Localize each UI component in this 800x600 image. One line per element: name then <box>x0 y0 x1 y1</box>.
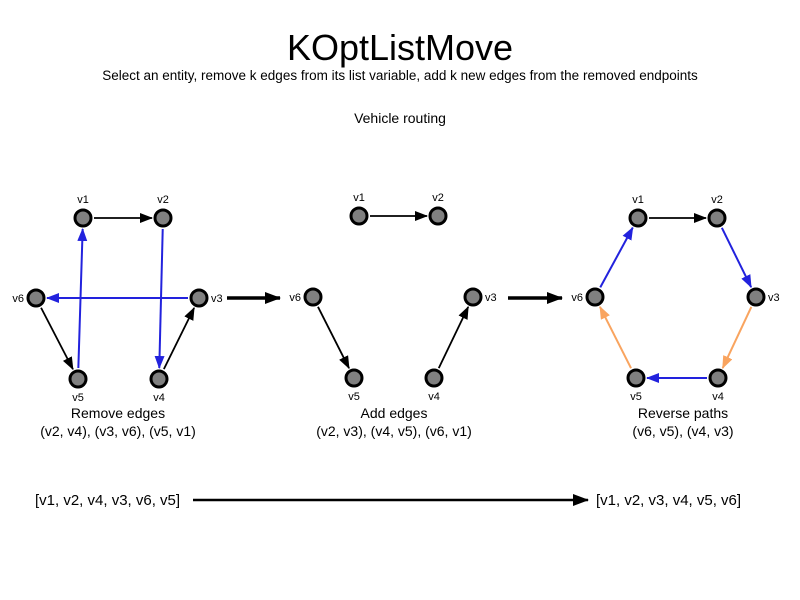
list-after: [v1, v2, v3, v4, v5, v6] <box>596 492 741 509</box>
node-v4 <box>424 368 444 388</box>
node-label-v4: v4 <box>428 391 440 403</box>
node-label-v2: v2 <box>711 194 723 206</box>
edge-v5-v6 <box>599 305 632 369</box>
node-label-v1: v1 <box>77 194 89 206</box>
edge-v6-v5 <box>317 306 350 370</box>
node-v3 <box>189 288 209 308</box>
page-title: KOptListMove <box>287 27 513 68</box>
node-v1 <box>73 208 93 228</box>
node-label-v3: v3 <box>485 292 497 304</box>
page-subtitle: Select an entity, remove k edges from it… <box>102 68 698 83</box>
node-label-v4: v4 <box>153 392 165 404</box>
add-edges-graph-detail: (v2, v3), (v4, v5), (v6, v1) <box>316 423 472 439</box>
node-v5 <box>68 369 88 389</box>
node-v4 <box>708 368 728 388</box>
node-v1 <box>349 206 369 226</box>
node-v6 <box>26 288 46 308</box>
node-label-v6: v6 <box>571 292 583 304</box>
edge-v2-v3 <box>720 227 753 289</box>
node-label-v3: v3 <box>768 292 780 304</box>
edge-v6-v5 <box>40 307 74 371</box>
node-v1 <box>628 208 648 228</box>
node-label-v1: v1 <box>632 194 644 206</box>
node-v3 <box>746 287 766 307</box>
node-label-v5: v5 <box>630 391 642 403</box>
node-v6 <box>585 287 605 307</box>
reverse-paths-graph-detail: (v6, v5), (v4, v3) <box>632 423 733 439</box>
node-v6 <box>303 287 323 307</box>
node-label-v2: v2 <box>432 192 444 204</box>
node-label-v2: v2 <box>157 194 169 206</box>
edge-v6-v1 <box>599 226 634 288</box>
node-label-v5: v5 <box>72 392 84 404</box>
add-edges-graph-caption: Add edges <box>361 405 428 421</box>
node-v2 <box>428 206 448 226</box>
edge-v4-v3 <box>163 306 195 370</box>
context-label: Vehicle routing <box>354 110 446 126</box>
node-v4 <box>149 369 169 389</box>
node-label-v4: v4 <box>712 391 724 403</box>
node-v5 <box>626 368 646 388</box>
list-before: [v1, v2, v4, v3, v6, v5] <box>35 492 180 509</box>
node-label-v6: v6 <box>12 293 24 305</box>
node-v3 <box>463 287 483 307</box>
node-v2 <box>707 208 727 228</box>
node-v2 <box>153 208 173 228</box>
edge-v5-v1 <box>77 227 88 369</box>
node-label-v6: v6 <box>289 292 301 304</box>
node-label-v5: v5 <box>348 391 360 403</box>
node-label-v3: v3 <box>211 293 223 305</box>
edge-v4-v3 <box>437 306 470 369</box>
remove-edges-graph-caption: Remove edges <box>71 405 165 421</box>
node-v5 <box>344 368 364 388</box>
remove-edges-graph-detail: (v2, v4), (v3, v6), (v5, v1) <box>40 423 196 439</box>
reverse-paths-graph-caption: Reverse paths <box>638 405 728 421</box>
node-label-v1: v1 <box>353 192 365 204</box>
edge-v3-v4 <box>721 306 753 369</box>
